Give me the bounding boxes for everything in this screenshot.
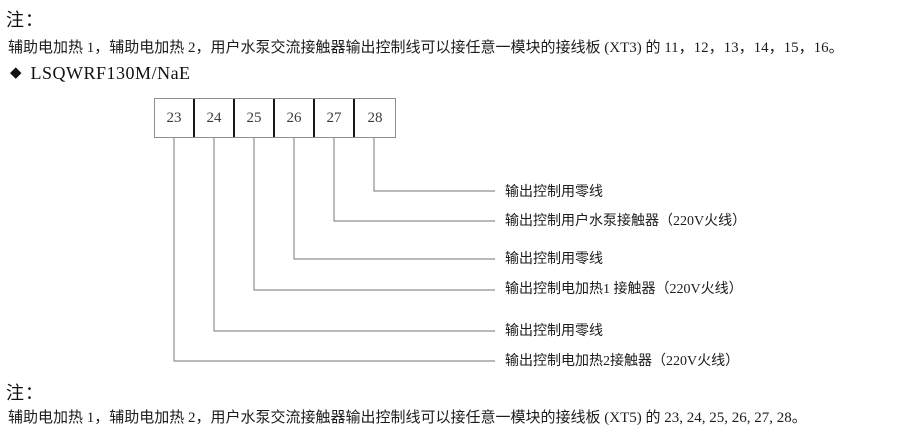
connector-line-27 bbox=[333, 138, 495, 222]
model-heading: ◆ LSQWRF130M/NaE bbox=[10, 63, 191, 84]
callout-label-terminal-26: 输出控制用零线 bbox=[505, 252, 603, 267]
callout-label-terminal-24: 输出控制用零线 bbox=[505, 324, 603, 339]
terminal-cell-23: 23 bbox=[155, 99, 195, 137]
terminal-cell-28: 28 bbox=[367, 109, 383, 126]
note-bottom-body: 辅助电加热 1，辅助电加热 2，用户水泵交流接触器输出控制线可以接任意一模块的接… bbox=[8, 410, 807, 426]
connector-line-23 bbox=[173, 138, 495, 362]
diamond-bullet-icon: ◆ bbox=[10, 65, 22, 81]
terminal-block: 23 24 25 26 27 28 bbox=[154, 98, 396, 138]
connector-line-25 bbox=[253, 138, 495, 291]
note-top-heading: 注： bbox=[6, 10, 44, 30]
callout-label-terminal-25: 输出控制电加热1 接触器（220V火线） bbox=[505, 282, 743, 297]
terminal-cell-27: 27 bbox=[315, 99, 355, 137]
terminal-cell-26: 26 bbox=[275, 99, 315, 137]
model-name: LSQWRF130M/NaE bbox=[30, 63, 191, 83]
callout-label-terminal-27: 输出控制用户水泵接触器（220V火线） bbox=[505, 214, 747, 229]
connector-line-26 bbox=[293, 138, 495, 260]
note-bottom-heading: 注： bbox=[6, 383, 44, 403]
connector-line-24 bbox=[213, 138, 495, 332]
note-top-body: 辅助电加热 1，辅助电加热 2，用户水泵交流接触器输出控制线可以接任意一模块的接… bbox=[8, 40, 844, 56]
connector-line-28 bbox=[373, 138, 495, 192]
callout-label-terminal-28: 输出控制用零线 bbox=[505, 185, 603, 200]
callout-label-terminal-23: 输出控制电加热2接触器（220V火线） bbox=[505, 354, 740, 369]
terminal-cell-24: 24 bbox=[195, 99, 235, 137]
terminal-cell-25: 25 bbox=[235, 99, 275, 137]
